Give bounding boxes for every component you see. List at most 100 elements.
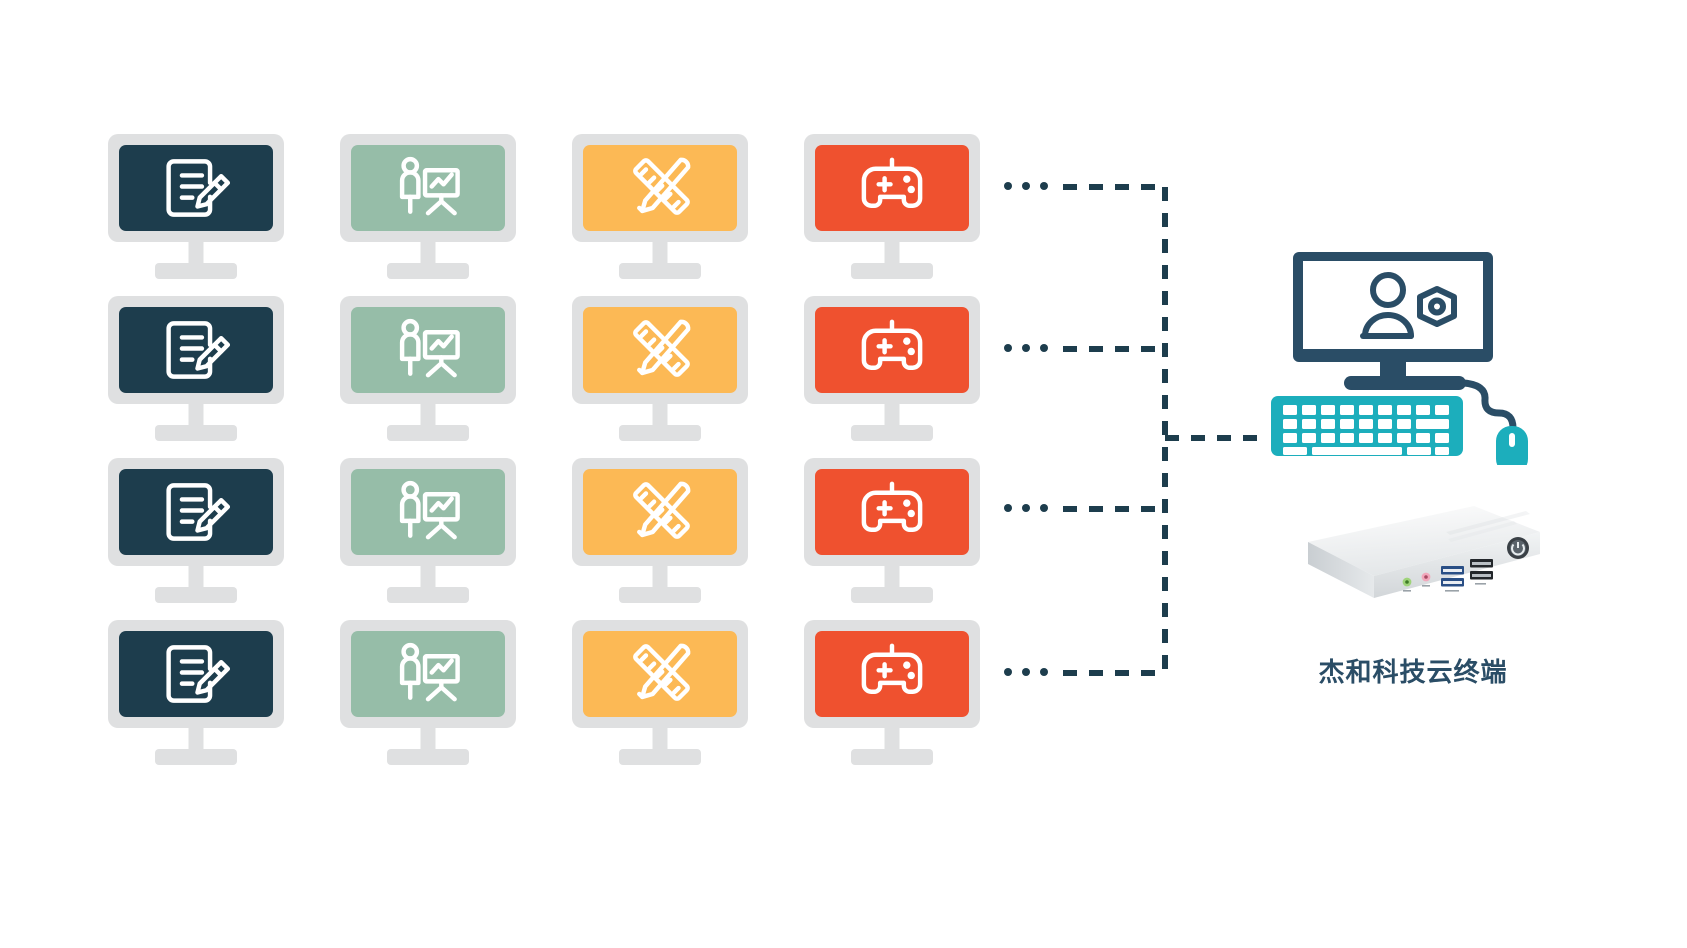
client-monitor-game[interactable] bbox=[804, 134, 980, 279]
monitor-base bbox=[155, 263, 237, 279]
monitor-base bbox=[155, 749, 237, 765]
ellipsis-row-2 bbox=[1004, 344, 1048, 352]
client-monitor-design[interactable] bbox=[572, 296, 748, 441]
monitor-screen bbox=[351, 469, 505, 555]
monitor-screen bbox=[815, 469, 969, 555]
ellipsis-dot bbox=[1004, 504, 1012, 512]
ellipsis-dot bbox=[1022, 668, 1030, 676]
monitor-screen bbox=[583, 145, 737, 231]
monitor-screen bbox=[815, 145, 969, 231]
monitor-screen bbox=[351, 145, 505, 231]
monitor-base bbox=[851, 587, 933, 603]
document-edit-icon bbox=[166, 645, 231, 703]
monitor-neck bbox=[420, 242, 436, 265]
ellipsis-dot bbox=[1004, 344, 1012, 352]
pencil-ruler-icon bbox=[633, 643, 691, 701]
monitor-base bbox=[387, 263, 469, 279]
presentation-chart-icon bbox=[399, 642, 460, 702]
client-monitor-design[interactable] bbox=[572, 458, 748, 603]
pencil-ruler-icon bbox=[633, 319, 691, 377]
monitor-base bbox=[387, 749, 469, 765]
client-monitor-presentation[interactable] bbox=[340, 458, 516, 603]
monitor-base bbox=[851, 425, 933, 441]
ellipsis-dot bbox=[1022, 504, 1030, 512]
ellipsis-dot bbox=[1040, 182, 1048, 190]
monitor-neck bbox=[884, 404, 900, 427]
pencil-ruler-icon bbox=[633, 481, 691, 539]
client-monitor-document-edit[interactable] bbox=[108, 458, 284, 603]
monitor-neck bbox=[652, 242, 668, 265]
monitor-neck bbox=[652, 728, 668, 751]
ellipsis-dot bbox=[1004, 668, 1012, 676]
monitor-screen bbox=[583, 631, 737, 717]
minipc-left-face bbox=[1308, 542, 1374, 598]
monitor-base bbox=[155, 425, 237, 441]
monitor-base bbox=[387, 425, 469, 441]
monitor-screen bbox=[583, 469, 737, 555]
monitor-neck bbox=[652, 566, 668, 589]
ellipsis-dot bbox=[1004, 182, 1012, 190]
monitor-neck bbox=[420, 728, 436, 751]
monitor-base bbox=[155, 587, 237, 603]
monitor-neck bbox=[188, 728, 204, 751]
minipc-port-labels bbox=[1403, 583, 1486, 592]
monitor-base bbox=[619, 263, 701, 279]
client-monitor-presentation[interactable] bbox=[340, 620, 516, 765]
cloud-terminal-monitor[interactable] bbox=[1268, 250, 1558, 465]
user-settings-icon bbox=[1360, 272, 1457, 339]
keyboard[interactable] bbox=[1271, 396, 1463, 456]
client-monitor-design[interactable] bbox=[572, 134, 748, 279]
document-edit-icon bbox=[166, 321, 231, 379]
monitor-neck bbox=[420, 566, 436, 589]
gamepad-icon bbox=[861, 157, 923, 208]
ellipsis-dot bbox=[1040, 504, 1048, 512]
mouse-cable bbox=[1460, 379, 1517, 438]
cloud-terminal-block: 杰和科技云终端 bbox=[1268, 250, 1568, 720]
monitor-neck bbox=[188, 404, 204, 427]
monitor-base bbox=[619, 749, 701, 765]
monitor-base bbox=[851, 263, 933, 279]
monitor-screen bbox=[119, 631, 273, 717]
monitor-screen bbox=[351, 631, 505, 717]
minipc-top bbox=[1308, 506, 1540, 576]
monitor-base bbox=[1344, 376, 1466, 390]
client-monitor-design[interactable] bbox=[572, 620, 748, 765]
client-monitor-document-edit[interactable] bbox=[108, 296, 284, 441]
monitor-base bbox=[851, 749, 933, 765]
monitor-neck bbox=[884, 566, 900, 589]
monitor-screen bbox=[119, 469, 273, 555]
gamepad-icon bbox=[861, 643, 923, 694]
client-monitor-game[interactable] bbox=[804, 296, 980, 441]
client-monitor-document-edit[interactable] bbox=[108, 620, 284, 765]
ellipsis-row-3 bbox=[1004, 504, 1048, 512]
monitor-base bbox=[619, 587, 701, 603]
ellipsis-row-1 bbox=[1004, 182, 1048, 190]
gamepad-icon bbox=[861, 319, 923, 370]
mouse[interactable] bbox=[1496, 426, 1528, 465]
monitor-screen bbox=[351, 307, 505, 393]
monitor-neck bbox=[420, 404, 436, 427]
monitor-screen bbox=[583, 307, 737, 393]
client-monitor-game[interactable] bbox=[804, 458, 980, 603]
client-monitor-document-edit[interactable] bbox=[108, 134, 284, 279]
monitor-screen bbox=[119, 145, 273, 231]
document-edit-icon bbox=[166, 483, 231, 541]
monitor-neck bbox=[652, 404, 668, 427]
monitor-base bbox=[619, 425, 701, 441]
ellipsis-dot bbox=[1040, 344, 1048, 352]
monitor-screen bbox=[119, 307, 273, 393]
cloud-terminal-label: 杰和科技云终端 bbox=[1318, 658, 1508, 688]
mini-pc-device[interactable] bbox=[1278, 498, 1548, 628]
minipc-front-face bbox=[1374, 532, 1540, 598]
client-monitor-game[interactable] bbox=[804, 620, 980, 765]
client-monitor-presentation[interactable] bbox=[340, 296, 516, 441]
pencil-ruler-icon bbox=[633, 157, 691, 215]
presentation-chart-icon bbox=[399, 318, 460, 378]
ellipsis-dot bbox=[1040, 668, 1048, 676]
monitor-screen bbox=[815, 631, 969, 717]
client-monitor-presentation[interactable] bbox=[340, 134, 516, 279]
monitor-neck bbox=[188, 242, 204, 265]
presentation-chart-icon bbox=[399, 156, 460, 216]
